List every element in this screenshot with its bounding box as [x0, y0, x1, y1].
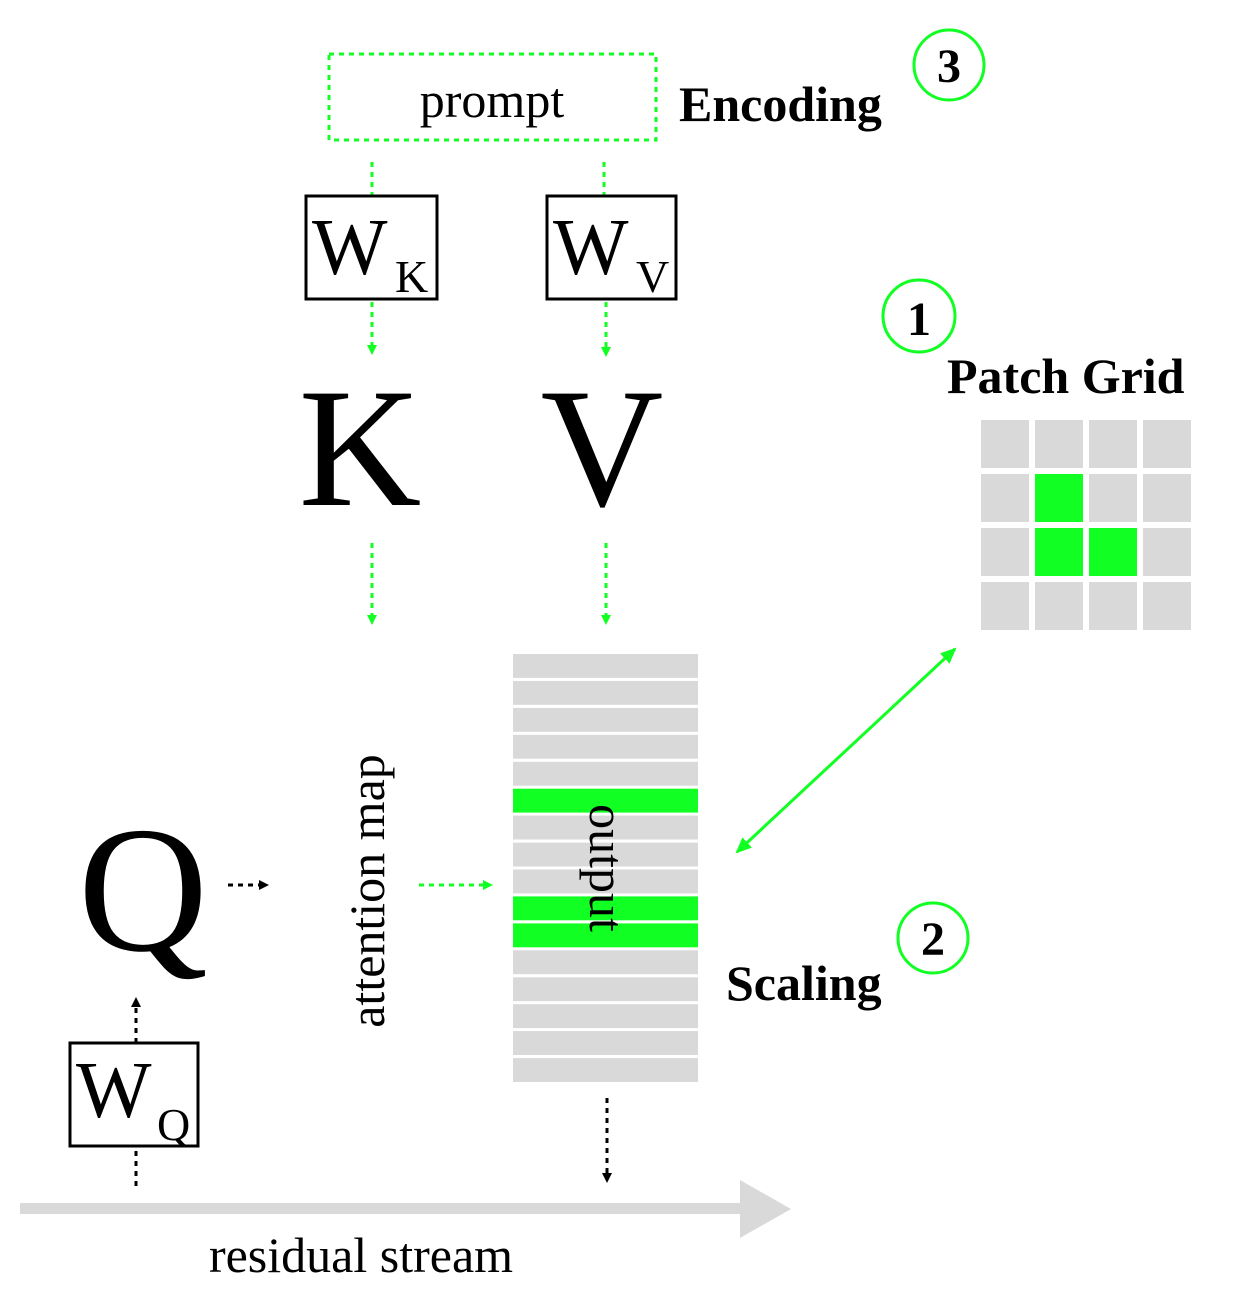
scaling-label: Scaling: [726, 955, 882, 1011]
patch-cell: [1143, 528, 1191, 576]
k-symbol: K: [299, 354, 422, 542]
patch-cell-highlighted: [1089, 528, 1137, 576]
output-row: [513, 654, 698, 678]
wk-main: W: [312, 204, 388, 292]
wk-box: W K: [304, 194, 439, 302]
patch-cell-highlighted: [1035, 528, 1083, 576]
wq-box: W Q: [68, 1041, 200, 1150]
output-stack: [513, 654, 698, 1082]
output-row-highlighted: [513, 923, 698, 948]
scaling-badge-number: 2: [921, 913, 945, 966]
patch-cell: [1089, 582, 1137, 630]
wq-sub: Q: [157, 1099, 190, 1150]
patch-cell: [981, 474, 1029, 522]
output-row: [513, 1031, 698, 1055]
patch-cell: [1035, 582, 1083, 630]
residual-stream-arrow: [20, 1180, 791, 1238]
patch-cell: [1035, 420, 1083, 468]
patch-grid-badge-number: 1: [907, 293, 931, 346]
patch-cell: [1143, 582, 1191, 630]
attention-map-label: attention map: [339, 754, 395, 1028]
output-row-highlighted: [513, 788, 698, 813]
output-row: [513, 761, 698, 786]
wv-sub: V: [636, 251, 669, 302]
patch-cell: [1089, 474, 1137, 522]
q-symbol: Q: [78, 790, 208, 989]
output-row: [513, 815, 698, 840]
patch-grid: [981, 420, 1191, 630]
patch-cell-highlighted: [1035, 474, 1083, 522]
output-row: [513, 869, 698, 894]
output-row: [513, 707, 698, 732]
patch-cell: [1143, 474, 1191, 522]
output-row: [513, 842, 698, 867]
patch-cell: [1089, 420, 1137, 468]
wv-box: W V: [545, 194, 678, 302]
wk-sub: K: [395, 251, 428, 302]
patch-cell: [981, 420, 1029, 468]
encoding-badge: 3: [912, 28, 986, 102]
scaling-badge: 2: [896, 901, 970, 975]
patch-cell: [981, 528, 1029, 576]
output-row: [513, 950, 698, 975]
v-symbol: V: [541, 354, 664, 542]
residual-stream-label: residual stream: [209, 1227, 513, 1283]
wq-main: W: [76, 1047, 152, 1135]
encoding-label: Encoding: [679, 76, 882, 132]
output-row-highlighted: [513, 896, 698, 921]
prompt-label: prompt: [420, 72, 565, 128]
patch-grid-badge: 1: [881, 278, 957, 354]
output-row: [513, 1004, 698, 1029]
patch-cell: [981, 582, 1029, 630]
wv-main: W: [553, 204, 629, 292]
output-patch-double-arrow: [735, 647, 957, 854]
output-row: [513, 1058, 698, 1082]
output-row: [513, 977, 698, 1002]
encoding-badge-number: 3: [937, 40, 961, 93]
output-row: [513, 734, 698, 759]
output-label: output: [579, 804, 635, 932]
output-row: [513, 680, 698, 705]
patch-cell: [1143, 420, 1191, 468]
patch-grid-label: Patch Grid: [947, 348, 1185, 404]
prompt-box: prompt: [327, 52, 658, 142]
